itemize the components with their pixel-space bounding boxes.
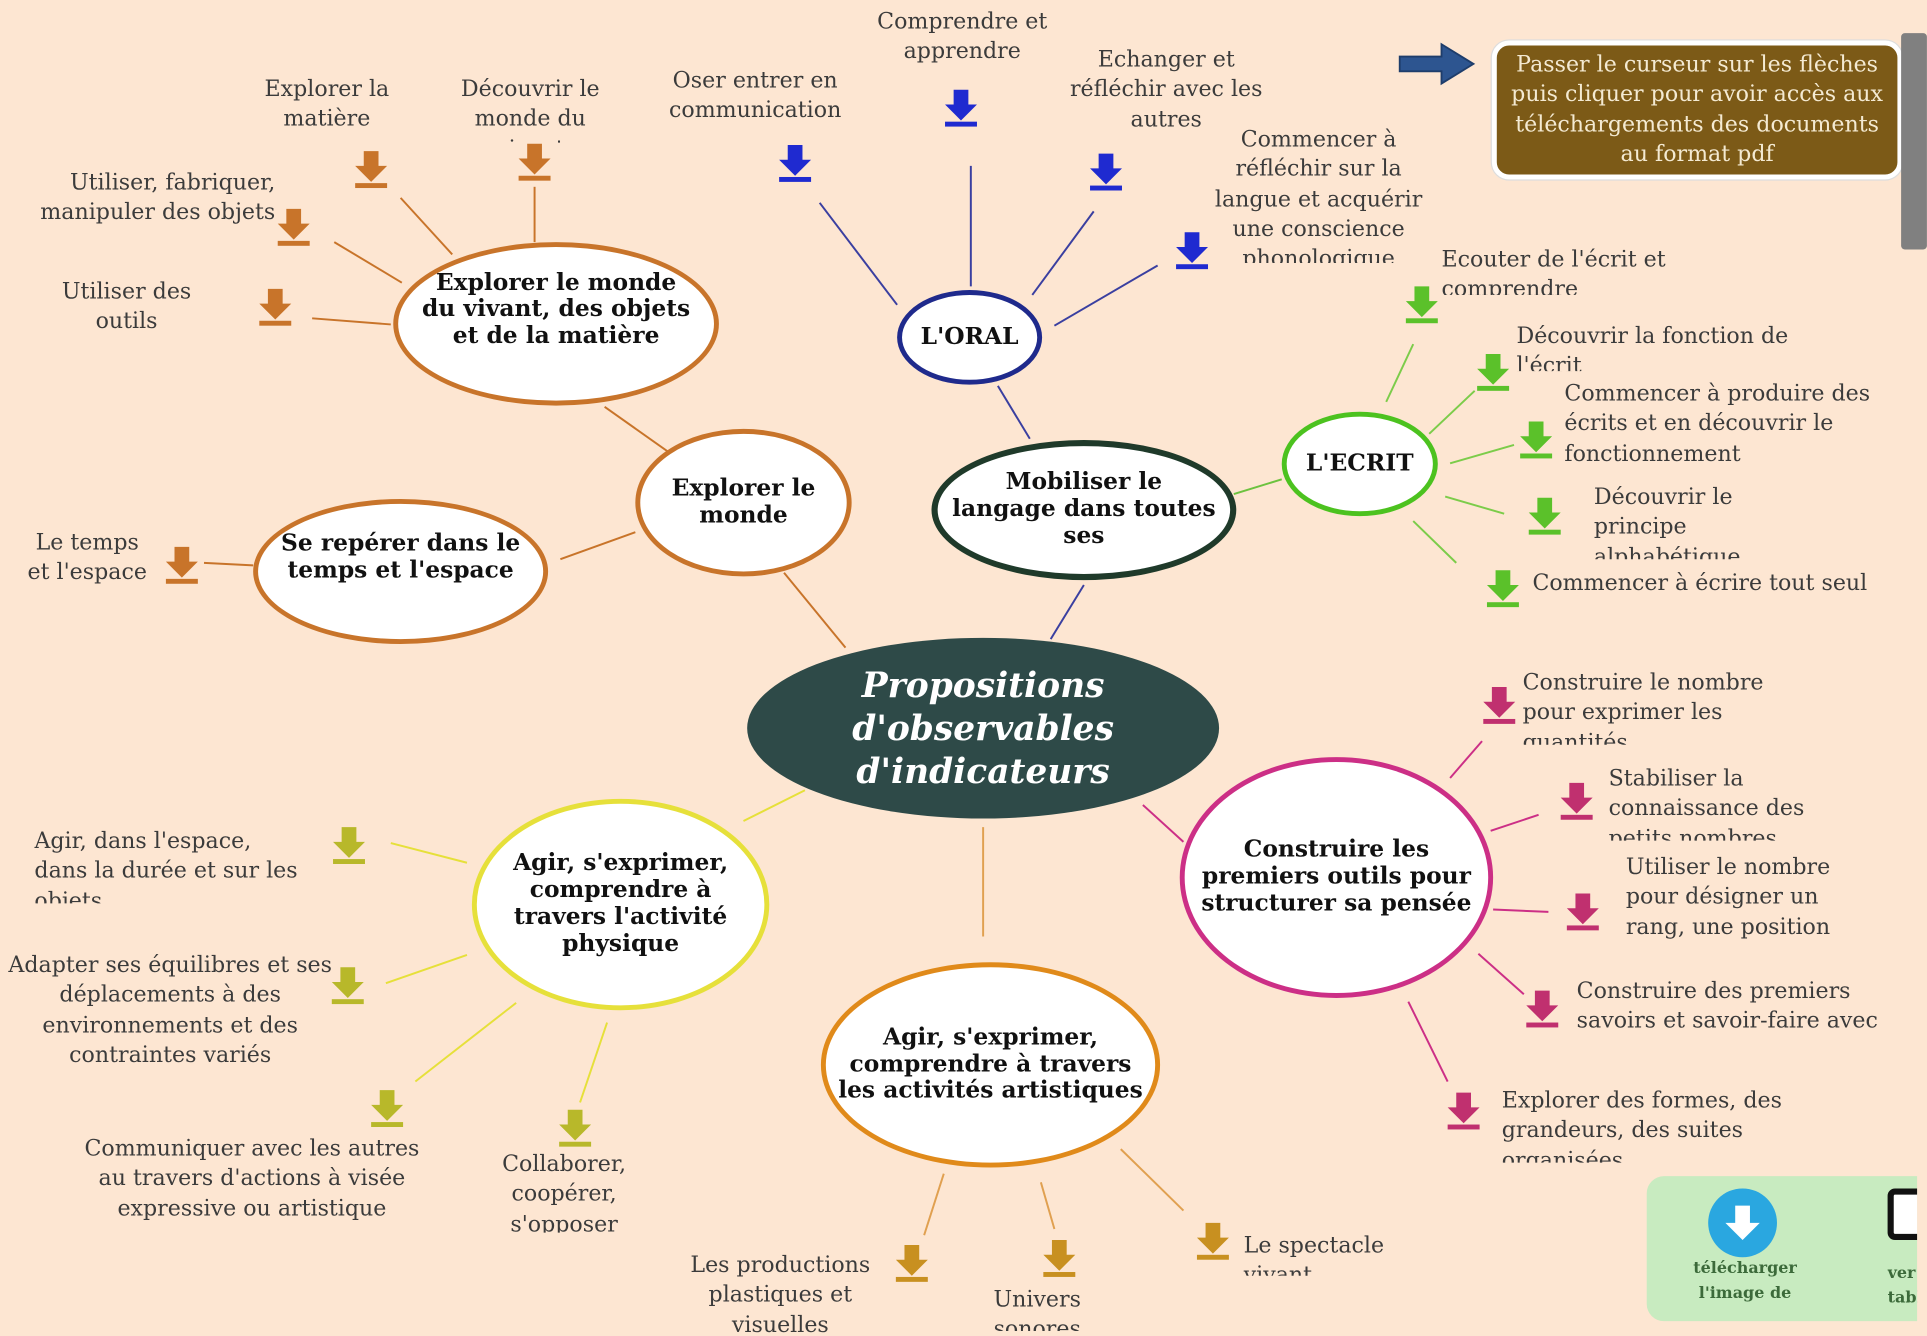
node-structurer-label: Construire les premiers outils pour stru… [1201,836,1472,917]
download-arrow-icon[interactable] [1562,890,1604,932]
node-oral-label: L'ORAL [920,322,1019,350]
leaf-structurer-4[interactable]: Construire des premiers savoirs et savoi… [1576,978,1878,1041]
node-physique[interactable]: Agir, s'exprimer, comprendre à travers l… [471,798,770,1011]
leaf-vivant-4[interactable]: Utiliser des outils numériques [60,278,193,339]
leaf-artistique-3[interactable]: Le spectacle vivant [1243,1232,1385,1276]
node-explorer-monde-label: Explorer le monde [671,474,816,529]
leaf-physique-4[interactable]: Collaborer, coopérer, s'opposer [502,1151,627,1233]
node-langage[interactable]: Mobiliser le langage dans toutes ses [931,439,1237,581]
download-cloud-icon[interactable] [1708,1188,1777,1258]
node-ecrit-label: L'ECRIT [1305,449,1414,477]
download-arrow-icon[interactable] [891,1241,933,1283]
node-physique-label: Agir, s'exprimer, comprendre à travers l… [513,849,729,958]
leaf-ecrit-1[interactable]: Ecouter de l'écrit et comprendre [1441,247,1666,295]
download-arrow-icon[interactable] [1482,567,1524,609]
download-arrow-icon[interactable] [1085,150,1127,192]
leaf-ecrit-4[interactable]: Découvrir le principe alphabétique [1593,484,1741,560]
download-arrow-icon[interactable] [1472,350,1514,392]
leaf-physique-1[interactable]: Agir, dans l'espace, dans la durée et su… [34,828,298,904]
leaf-artistique-1[interactable]: Les productions plastiques et visuelles [690,1252,871,1336]
pointer-arrow-icon [1398,42,1476,86]
leaf-structurer-2[interactable]: Stabiliser la connaissance des petits no… [1608,765,1805,841]
leaf-ecrit-2[interactable]: Découvrir la fonction de l'écrit [1516,323,1789,372]
download-arrow-icon[interactable] [161,543,203,585]
leaf-oral-3[interactable]: Echanger et réfléchir avec les autres [1069,46,1263,133]
node-artistique[interactable]: Agir, s'exprimer, comprendre à travers l… [820,962,1161,1168]
node-ecrit[interactable]: L'ECRIT [1281,411,1438,517]
leaf-vivant-1[interactable]: Explorer la matière [264,76,390,132]
leaf-vivant-2[interactable]: Découvrir le monde du vivant [460,76,600,142]
leaf-vivant-3[interactable]: Utiliser, fabriquer, manipuler des objet… [40,169,276,226]
leaf-oral-2[interactable]: Comprendre et apprendre [877,8,1048,65]
download-arrow-icon[interactable] [1443,1089,1485,1131]
download-arrow-icon[interactable] [1556,779,1598,821]
download-widget[interactable]: télécharger l'image de ver tabl [1646,1176,1918,1322]
node-explorer-monde[interactable]: Explorer le monde [635,428,852,577]
leaf-temps-1[interactable]: Le temps et l'espace [27,529,147,586]
download-arrow-icon[interactable] [514,140,556,182]
download-arrow-icon[interactable] [1401,283,1443,325]
leaf-structurer-3[interactable]: Utiliser le nombre pour désigner un rang… [1625,854,1831,940]
node-temps[interactable]: Se repérer dans le temps et l'espace [253,498,549,644]
download-arrow-icon[interactable] [1192,1219,1234,1261]
download-arrow-icon[interactable] [328,823,370,865]
download-arrow-icon[interactable] [366,1086,408,1128]
info-panel: Passer le curseur sur les flèches puis c… [1491,40,1903,180]
download-arrow-icon[interactable] [1521,987,1563,1029]
leaf-ecrit-5[interactable]: Commencer à écrire tout seul [1532,570,1868,597]
leaf-structurer-5[interactable]: Explorer des formes, des grandeurs, des … [1501,1087,1782,1163]
leaf-artistique-2[interactable]: Univers sonores [993,1286,1081,1332]
download-arrow-icon[interactable] [554,1106,596,1148]
node-vivant[interactable]: Explorer le monde du vivant, des objets … [393,242,719,406]
leaf-oral-4[interactable]: Commencer à réfléchir sur la langue et a… [1214,126,1423,264]
node-temps-label: Se repérer dans le temps et l'espace [281,530,521,584]
download-arrow-icon[interactable] [1515,418,1557,460]
download-arrow-icon[interactable] [350,147,392,189]
download-arrow-icon[interactable] [1478,683,1520,725]
table-view-icon[interactable] [1887,1188,1918,1241]
table-view-label: ver tabl [1887,1264,1917,1308]
download-arrow-icon[interactable] [254,285,296,327]
node-vivant-label: Explorer le monde du vivant, des objets … [421,269,691,350]
leaf-structurer-1[interactable]: Construire le nombre pour exprimer les q… [1522,669,1764,745]
leaf-physique-2[interactable]: Adapter ses équilibres et ses déplacemen… [8,952,333,1068]
node-langage-label: Mobiliser le langage dans toutes ses [952,468,1216,550]
download-image-label: télécharger l'image de [1693,1259,1797,1303]
scrollbar[interactable] [1901,33,1927,250]
download-arrow-icon[interactable] [940,86,982,128]
info-panel-text: Passer le curseur sur les flèches puis c… [1511,51,1884,168]
download-arrow-icon[interactable] [1038,1236,1080,1278]
download-arrow-icon[interactable] [774,141,816,183]
node-artistique-label: Agir, s'exprimer, comprendre à travers l… [838,1023,1143,1105]
download-arrow-icon[interactable] [327,964,369,1006]
download-arrow-icon[interactable] [1524,494,1566,536]
download-arrow-icon[interactable] [1171,229,1213,271]
center-node[interactable]: Propositions d'observables d'indicateurs [747,637,1220,819]
center-title: Propositions d'observables d'indicateurs [852,664,1114,792]
leaf-physique-3[interactable]: Communiquer avec les autres au travers d… [84,1135,420,1222]
node-oral[interactable]: L'ORAL [897,290,1043,385]
download-arrow-icon[interactable] [273,205,315,247]
leaf-ecrit-3[interactable]: Commencer à produire des écrits et en dé… [1564,380,1871,467]
node-structurer[interactable]: Construire les premiers outils pour stru… [1179,757,1494,998]
leaf-oral-1[interactable]: Oser entrer en communication [668,67,842,124]
